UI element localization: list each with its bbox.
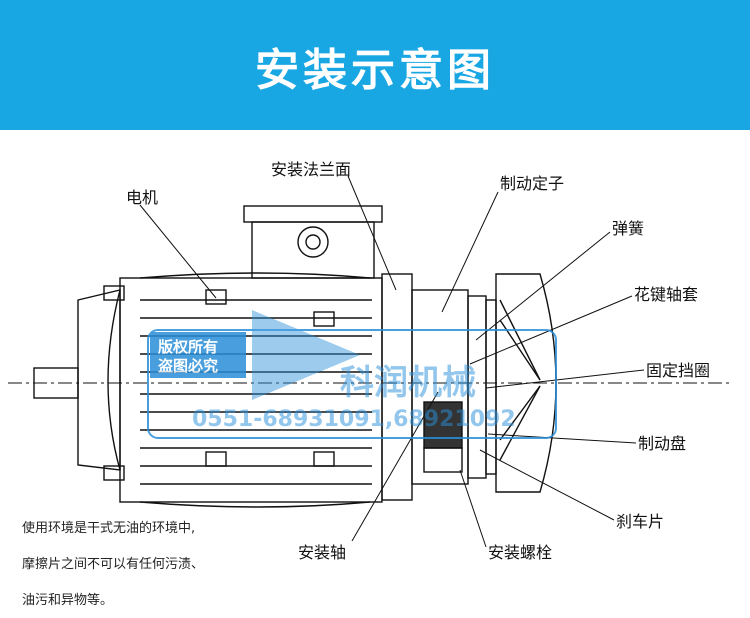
spring-coil <box>423 401 463 449</box>
label-spline-sleeve: 花键轴套 <box>634 285 698 304</box>
usage-note-2: 摩擦片之间不可以有任何污渍、 <box>22 557 205 572</box>
play-arrow-icon <box>252 310 360 400</box>
label-mounting-flange: 安装法兰面 <box>271 160 351 179</box>
usage-note-3: 油污和异物等。 <box>22 593 114 608</box>
label-fixed-plate: 固定挡圈 <box>646 361 710 380</box>
usage-note-1: 使用环境是干式无油的环境中, <box>22 521 196 536</box>
label-brake-stator: 制动定子 <box>500 174 564 193</box>
label-brake-disc: 制动盘 <box>638 434 686 453</box>
title-banner: 安装示意图 <box>0 0 750 130</box>
watermark: 版权所有 盗图必究 科润机械 0551-68931091,68921092 <box>147 310 557 439</box>
label-brake-pad: 刹车片 <box>616 512 664 531</box>
watermark-line1: 版权所有 <box>158 338 218 356</box>
motor-brake-diagram: 安装法兰面 电机 制动定子 弹簧 花键轴套 固定挡圈 制动盘 刹车片 安装轴 安… <box>8 160 730 562</box>
watermark-line2: 盗图必究 <box>158 357 218 375</box>
label-motor: 电机 <box>126 188 158 207</box>
terminal-box <box>251 221 375 279</box>
label-mounting-bolt: 安装螺栓 <box>488 543 552 562</box>
watermark-phone: 0551-68931091,68921092 <box>192 407 516 432</box>
label-mounting-shaft: 安装轴 <box>298 543 346 562</box>
label-spring: 弹簧 <box>612 219 644 238</box>
watermark-company: 科润机械 <box>340 363 476 403</box>
page-title: 安装示意图 <box>255 45 495 96</box>
